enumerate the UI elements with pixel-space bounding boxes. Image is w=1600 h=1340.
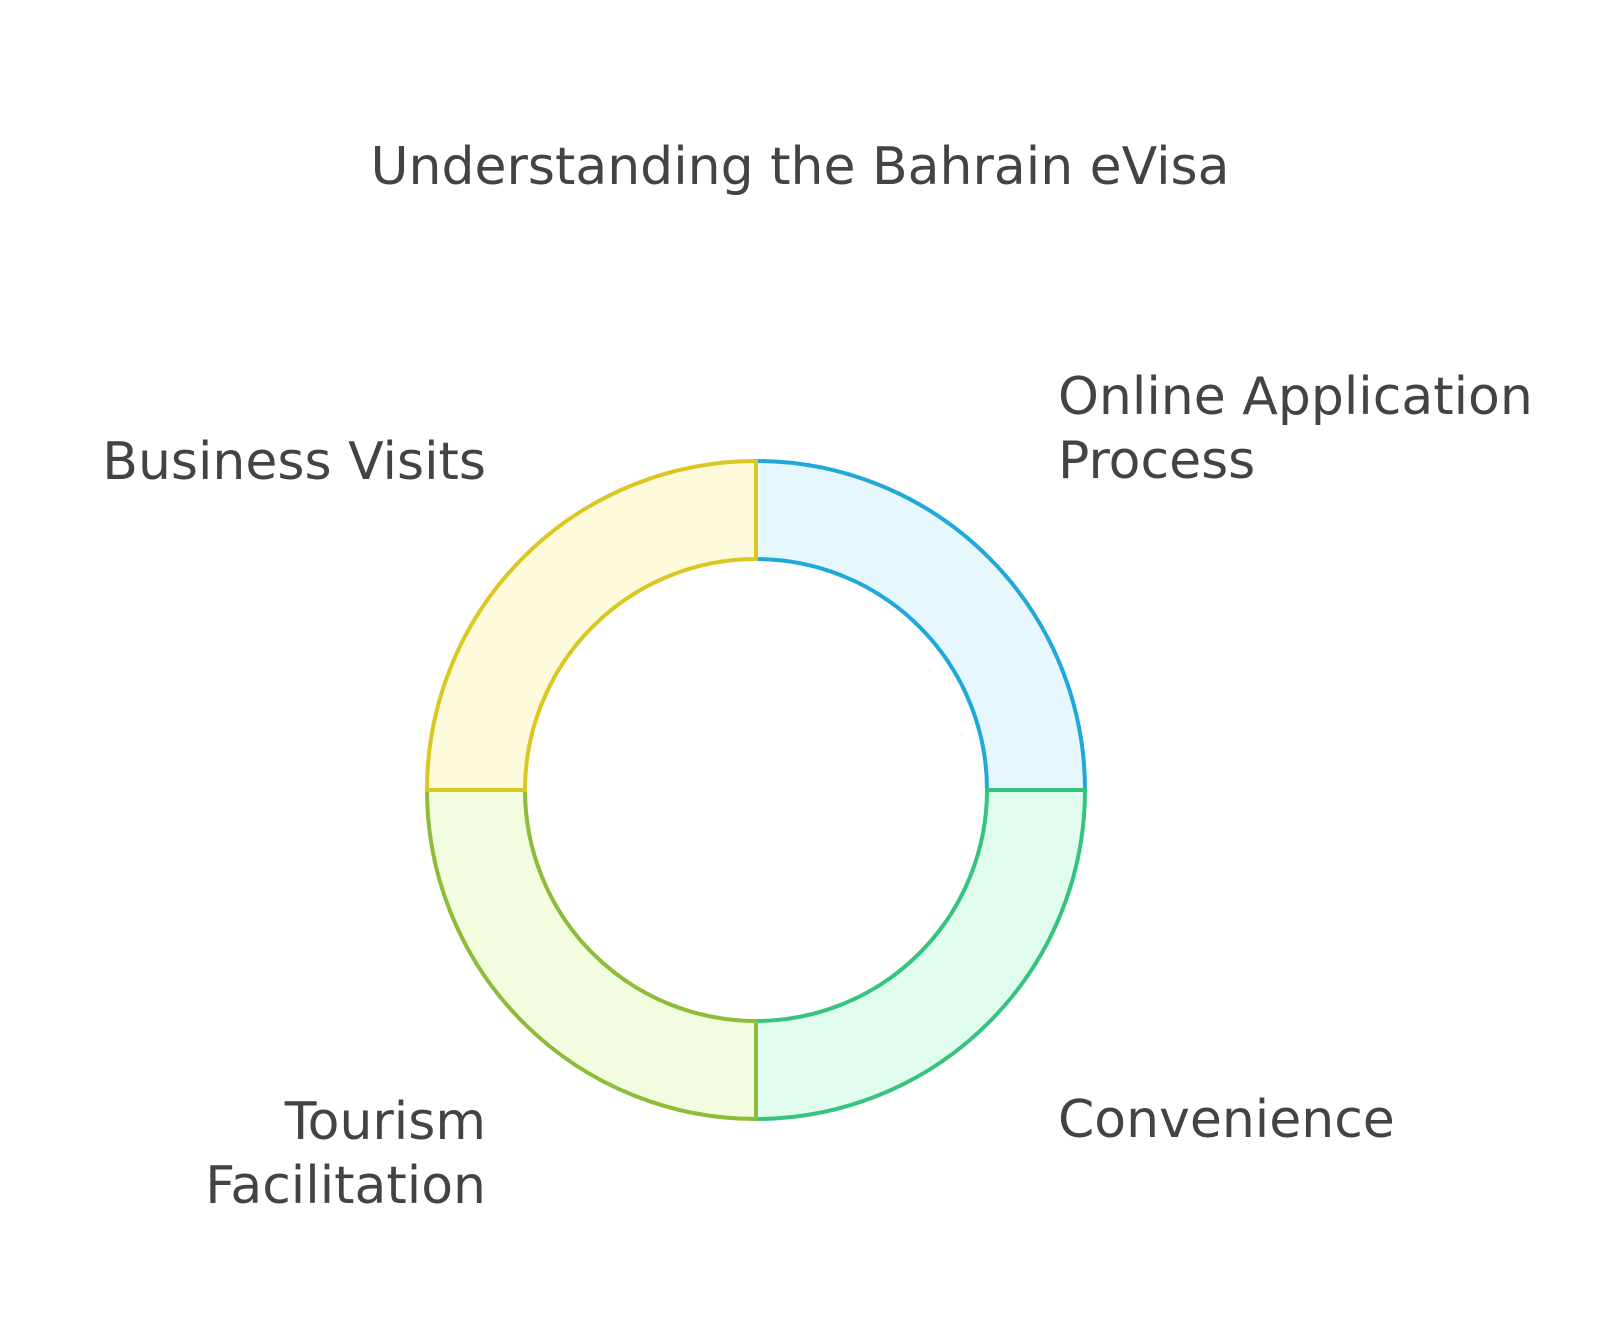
- diagram-title: Understanding the Bahrain eVisa: [370, 137, 1230, 197]
- label-online-application-process: Online Application Process: [1058, 367, 1533, 491]
- segment-top-right: [754, 458, 1088, 792]
- segment-bottom-left: [424, 788, 758, 1122]
- segment-top-left: [424, 458, 758, 792]
- segment-bottom-right: [754, 788, 1088, 1122]
- label-business-visits: Business Visits: [102, 432, 486, 492]
- label-convenience: Convenience: [1058, 1090, 1395, 1150]
- label-tourism-facilitation: Tourism Facilitation: [205, 1092, 486, 1216]
